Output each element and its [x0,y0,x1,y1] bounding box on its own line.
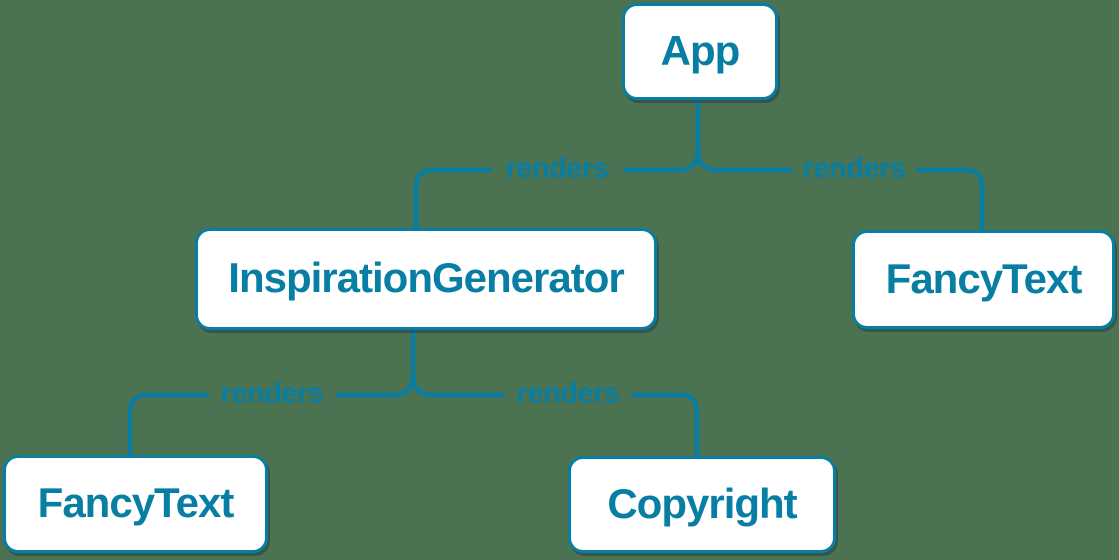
node-inspiration-generator: InspirationGenerator [195,228,657,330]
node-copyright: Copyright [568,456,836,553]
node-app-label: App [660,26,741,74]
edge-label-app-inspirationgenerator: renders [505,152,609,185]
node-fancy-text-bottom-label: FancyText [37,479,235,526]
node-fancy-text-top: FancyText [852,230,1115,329]
node-inspiration-generator-label: InspirationGenerator [228,254,624,301]
node-app: App [622,3,778,100]
node-fancy-text-top-label: FancyText [885,254,1083,302]
edge-label-app-fancytext: renders [802,152,906,185]
node-copyright-label: Copyright [607,479,797,527]
node-fancy-text-bottom: FancyText [3,455,268,553]
edge-label-inspirationgenerator-copyright: renders [516,377,620,410]
edge-label-inspirationgenerator-fancytext: renders [220,377,324,410]
